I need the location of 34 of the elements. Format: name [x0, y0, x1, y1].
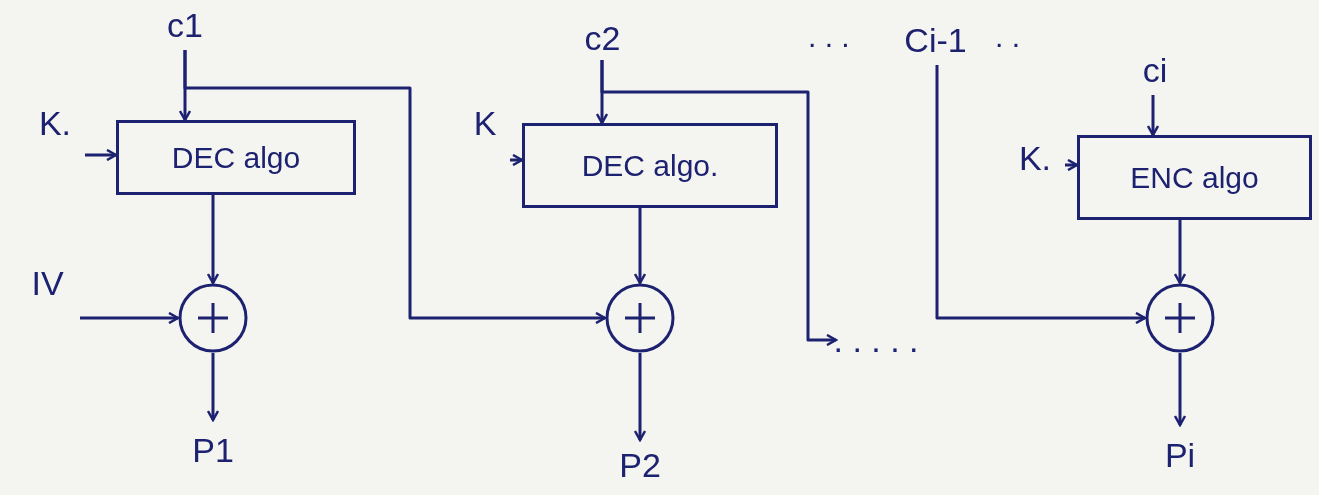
arrow	[510, 153, 524, 167]
arrow	[183, 50, 607, 325]
arrow	[1065, 158, 1079, 172]
text-label: Ci-1	[888, 15, 983, 65]
text-label: c1	[160, 0, 210, 50]
text-label: . . . . .	[836, 322, 916, 358]
arrow	[633, 208, 647, 285]
text-label: Pi	[1152, 425, 1208, 485]
text-label: P2	[612, 440, 668, 490]
arrow	[85, 148, 118, 162]
text-label: K.	[25, 100, 85, 145]
process-box: DEC algo	[116, 120, 356, 195]
text-label: ci	[1125, 45, 1185, 95]
process-box: ENC algo	[1077, 135, 1312, 220]
text-label: IV	[15, 250, 80, 315]
process-box: DEC algo.	[522, 123, 778, 208]
text-label: c2	[575, 15, 630, 60]
arrow	[1146, 95, 1160, 137]
arrow	[206, 353, 220, 422]
continuation-dots: . . .	[808, 22, 850, 52]
xor-symbol	[178, 283, 248, 353]
xor-symbol	[605, 283, 675, 353]
arrow	[80, 311, 180, 325]
continuation-dots: . .	[995, 22, 1020, 52]
text-label: K.	[1005, 135, 1065, 180]
arrow	[1173, 353, 1187, 427]
arrow	[935, 65, 1147, 325]
text-label: P1	[185, 420, 241, 480]
arrow	[206, 195, 220, 285]
text-label: K	[460, 100, 510, 145]
arrow	[600, 60, 838, 347]
arrow	[1173, 220, 1187, 285]
arrow	[633, 353, 647, 442]
xor-symbol	[1145, 283, 1215, 353]
